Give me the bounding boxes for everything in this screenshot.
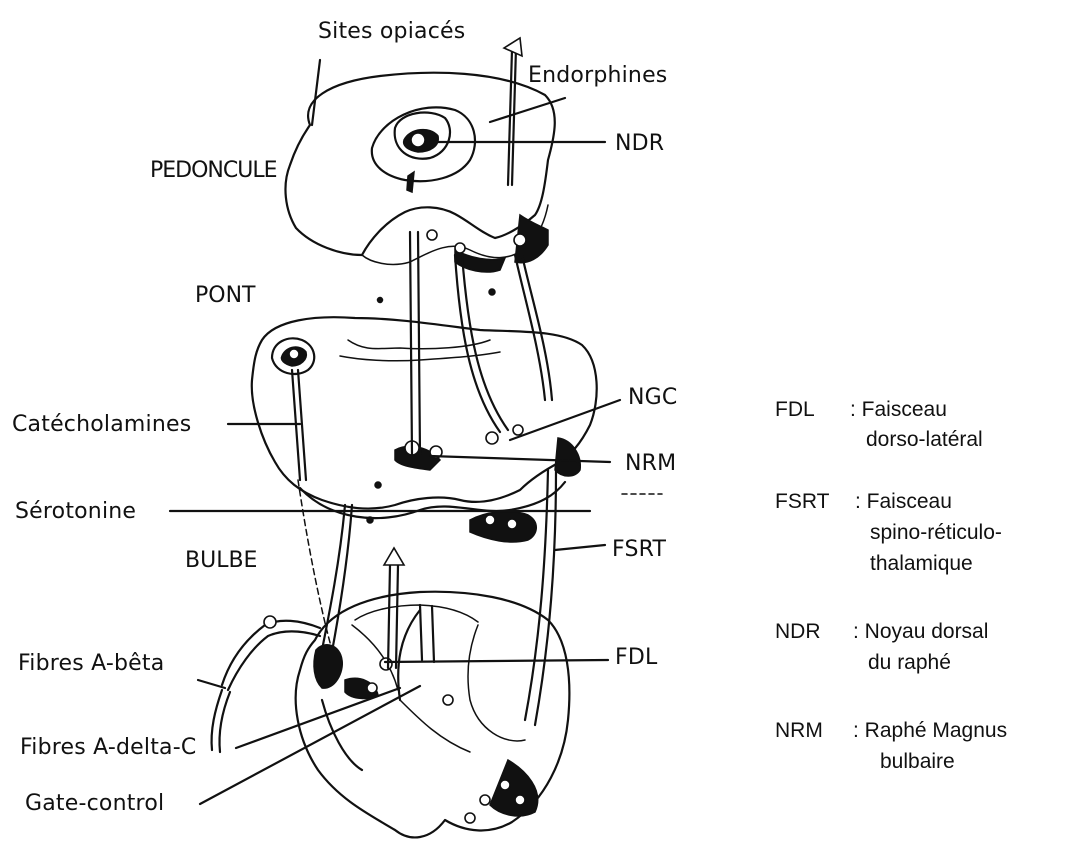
legend: FDL : Faisceau dorso-latéral FSRT : Fais… [775, 398, 1007, 773]
legend-desc-line: spino-réticulo- [870, 521, 1002, 544]
label-pedoncule: PEDONCULE [150, 158, 277, 183]
legend-item-fsrt: FSRT : Faisceau spino-réticulo- thalamiq… [775, 490, 1002, 575]
legend-abbr: NRM [775, 719, 823, 742]
legend-desc-line: : Noyau dorsal [853, 620, 988, 643]
legend-item-ndr: NDR : Noyau dorsal du raphé [775, 620, 988, 674]
legend-abbr: NDR [775, 620, 821, 643]
label-endorphines: Endorphines [528, 63, 667, 88]
label-fsrt: FSRT [612, 537, 667, 562]
label-fdl: FDL [615, 645, 658, 670]
label-ndr: NDR [615, 131, 664, 156]
legend-desc-line: bulbaire [880, 750, 955, 773]
label-serotonine: Sérotonine [15, 499, 136, 524]
spinal-cord-section [212, 592, 570, 838]
legend-desc-line: : Faisceau [855, 490, 952, 513]
label-fibres-a-beta: Fibres A-bêta [18, 651, 164, 676]
legend-desc-line: thalamique [870, 552, 973, 575]
label-gate-control: Gate-control [25, 791, 164, 816]
label-fibres-a-delta-c: Fibres A-delta-C [20, 735, 196, 760]
label-bulbe: BULBE [185, 548, 257, 573]
legend-desc-line: : Faisceau [850, 398, 947, 421]
legend-item-fdl: FDL : Faisceau dorso-latéral [775, 398, 983, 451]
legend-desc-line: : Raphé Magnus [853, 719, 1007, 742]
legend-item-nrm: NRM : Raphé Magnus bulbaire [775, 719, 1007, 773]
label-nrm: NRM [625, 451, 676, 476]
label-pont: PONT [195, 283, 256, 308]
label-sites-opiaces: Sites opiacés [318, 19, 465, 44]
legend-desc-line: dorso-latéral [866, 428, 983, 451]
label-catecholamines: Catécholamines [12, 412, 191, 437]
legend-abbr: FSRT [775, 490, 830, 513]
label-ngc: NGC [628, 385, 677, 410]
legend-abbr: FDL [775, 398, 815, 421]
legend-desc-line: du raphé [868, 651, 951, 674]
